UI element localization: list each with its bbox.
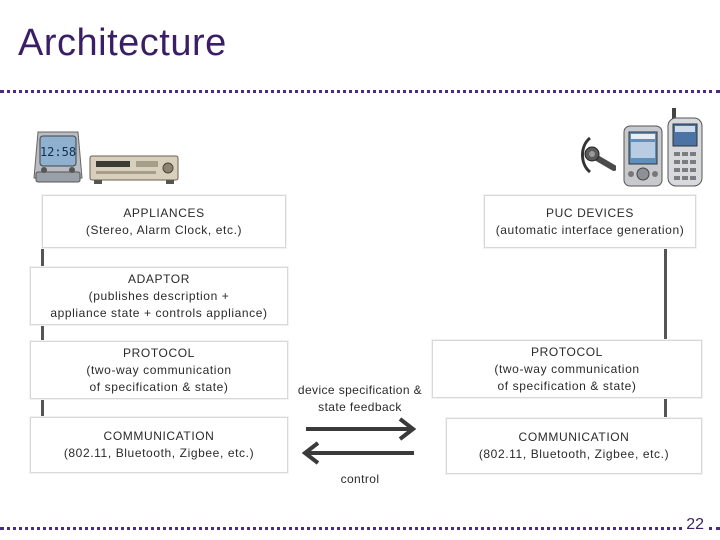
footer-divider xyxy=(0,527,720,530)
stereo-icon xyxy=(89,155,179,184)
protocol-title: PROTOCOL xyxy=(123,345,195,360)
arrow-left-icon xyxy=(301,441,414,465)
arrow-right-icon xyxy=(306,417,417,441)
right-communication-box: COMMUNICATION (802.11, Bluetooth, Zigbee… xyxy=(446,418,702,474)
communication-title: COMMUNICATION xyxy=(518,430,630,444)
slide-title: Architecture xyxy=(18,22,227,64)
left-communication-box: COMMUNICATION (802.11, Bluetooth, Zigbee… xyxy=(30,417,288,473)
communication-title: COMMUNICATION xyxy=(103,429,215,443)
spec-feedback-line: device specification & xyxy=(297,383,423,397)
protocol-title: PROTOCOL xyxy=(531,344,603,359)
protocol-detail: (two-way communication xyxy=(86,362,232,377)
adaptor-detail: (publishes description + xyxy=(88,288,230,303)
spec-feedback-label: device specification & state feedback xyxy=(290,382,430,416)
puc-devices-title: PUC DEVICES xyxy=(546,205,634,220)
appliances-box: APPLIANCES (Stereo, Alarm Clock, etc.) xyxy=(42,195,286,248)
communication-detail: (802.11, Bluetooth, Zigbee, etc.) xyxy=(63,446,255,460)
adaptor-detail: appliance state + controls appliance) xyxy=(50,305,268,320)
phone-icon xyxy=(667,108,703,187)
left-connector-line xyxy=(41,325,44,341)
adaptor-title: ADAPTOR xyxy=(128,271,190,286)
pda-icon xyxy=(623,125,663,187)
appliances-title: APPLIANCES xyxy=(123,205,205,220)
spec-feedback-line: state feedback xyxy=(318,400,402,414)
puc-devices-box: PUC DEVICES (automatic interface generat… xyxy=(484,195,696,248)
control-label: control xyxy=(340,472,380,486)
right-connector-line xyxy=(664,248,667,340)
protocol-detail: (two-way communication xyxy=(494,361,640,376)
headset-icon xyxy=(581,136,616,174)
protocol-detail: of specification & state) xyxy=(89,379,229,394)
right-connector-line xyxy=(664,398,667,418)
puc-devices-subtitle: (automatic interface generation) xyxy=(495,222,685,237)
page-number: 22 xyxy=(682,516,708,534)
adaptor-box: ADAPTOR (publishes description + applian… xyxy=(30,267,288,325)
right-protocol-box: PROTOCOL (two-way communication of speci… xyxy=(432,340,702,398)
communication-detail: (802.11, Bluetooth, Zigbee, etc.) xyxy=(478,447,670,461)
svg-text:12:58: 12:58 xyxy=(40,145,76,159)
protocol-detail: of specification & state) xyxy=(497,378,637,393)
left-connector-line xyxy=(41,399,44,417)
alarm-clock-icon: 12:58 xyxy=(33,131,83,183)
left-connector-line xyxy=(41,248,44,268)
title-divider xyxy=(0,90,720,93)
appliances-subtitle: (Stereo, Alarm Clock, etc.) xyxy=(85,222,243,237)
left-protocol-box: PROTOCOL (two-way communication of speci… xyxy=(30,341,288,399)
bidirectional-arrows xyxy=(301,417,417,465)
